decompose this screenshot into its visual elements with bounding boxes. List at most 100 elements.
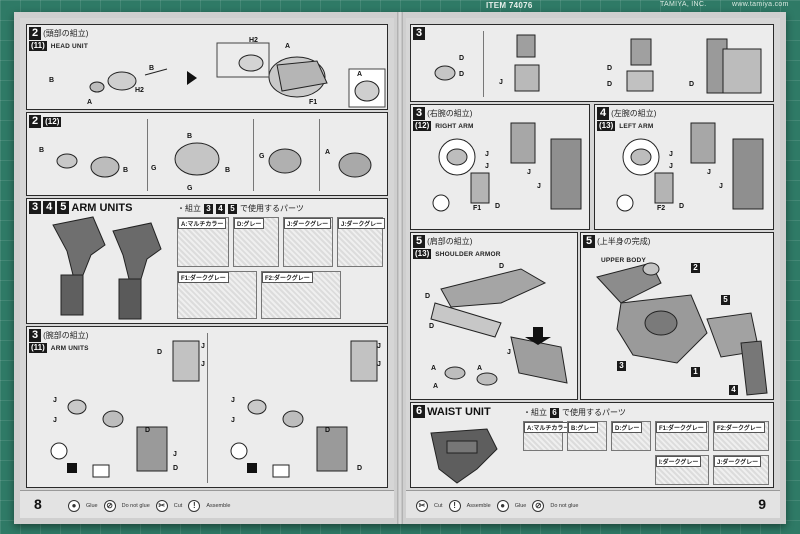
part-label: J [377, 361, 381, 368]
step-sub-number: (13) [413, 249, 432, 259]
step-ref: 6 [550, 407, 559, 418]
mat-brand-label: TAMIYA, INC. [660, 1, 707, 8]
runner-label: J:ダークグレー [714, 456, 762, 467]
callout-number: 4 [729, 385, 738, 395]
part-label: D [157, 349, 163, 356]
step-title: WAIST UNIT [427, 405, 491, 418]
step-badge: 3 4 5 ARM UNITS [29, 201, 132, 214]
part-label: J [485, 151, 489, 158]
step-jp-title: (肩部の組立) [427, 237, 473, 246]
step-en-title: ARM UNITS [50, 344, 89, 352]
step-6-waist-unit-panel: 6 WAIST UNIT ・組立 6 で使用するパーツ A:マルチカラー B:グ… [410, 402, 774, 488]
part-label: J [669, 163, 673, 170]
step-number: 3 [29, 201, 42, 214]
part-label: A [477, 365, 483, 372]
callout-number: 5 [721, 295, 730, 305]
step-5-shoulder-armor-panel: 5 (肩部の組立) (13) SHOULDER ARMOR D D D A A … [410, 232, 578, 400]
right-arm-drawing [432, 122, 582, 212]
part-label: J [377, 343, 381, 350]
assembly-label: ・組立 [523, 408, 547, 417]
step-badge: 3 (右腕の組立) [413, 107, 472, 120]
runner-label: J:ダークグレー [338, 218, 386, 229]
step-jp-title: (左腕の組立) [611, 109, 657, 118]
part-label: J [507, 349, 511, 356]
footer-legend: ✂Cut !Assemble ●Glue ⊘Do not glue [416, 500, 578, 512]
step-sub-number: (11) [29, 41, 47, 51]
part-label: D [607, 81, 613, 88]
glue-icon: ● [496, 500, 509, 512]
part-label: D [173, 465, 179, 472]
left-page: 2 (頭部の組立) (11) HEAD UNIT H2 A B F1 [20, 18, 394, 518]
part-label: J [485, 163, 489, 170]
step-jp-title: (上半身の完成) [597, 237, 651, 246]
booklet-spine [397, 12, 403, 524]
step-en-title: LEFT ARM [619, 122, 654, 130]
step-ref: 4 [216, 203, 225, 214]
step-sub-number: (13) [597, 121, 616, 131]
step-ref: 5 [228, 203, 237, 214]
step-badge: 3 [413, 27, 426, 40]
part-label: D [495, 203, 501, 210]
no-glue-icon: ⊘ [532, 500, 545, 512]
part-label: D [459, 55, 465, 62]
step-title: ARM UNITS [71, 201, 133, 214]
head-assembly-drawing [89, 42, 386, 108]
right-page: 3 D D J D D D 3 (右腕の組立) [406, 18, 780, 518]
shoulder-joint-drawing [434, 34, 762, 94]
part-label: J [499, 79, 503, 86]
callout-number: 2 [691, 263, 700, 273]
part-label: B [225, 167, 231, 174]
step-number: 3 [413, 107, 426, 120]
part-label: D [429, 323, 435, 330]
step-badge: 2 (頭部の組立) [29, 27, 88, 40]
runner-label: B:グレー [568, 422, 599, 433]
part-label: G [151, 165, 157, 172]
step-sub-number: (12) [413, 121, 432, 131]
callout-number: 1 [691, 367, 700, 377]
step-en-title: UPPER BODY [601, 257, 646, 264]
mat-web-label: www.tamiya.com [732, 1, 789, 8]
step-ref: 3 [204, 203, 213, 214]
part-label: J [173, 451, 177, 458]
step-number: 3 [413, 27, 426, 40]
part-label: B [39, 147, 45, 154]
part-label: B [49, 77, 55, 84]
part-label: F1 [309, 99, 318, 106]
step-badge: 3 (腕部の組立) [29, 329, 88, 342]
callout-number: 3 [617, 361, 626, 371]
step-en-title: HEAD UNIT [50, 42, 88, 50]
waist-unit-drawing [430, 428, 498, 484]
runner-label: D:グレー [234, 218, 265, 229]
glue-icon: ● [68, 500, 80, 512]
part-label: G [187, 185, 193, 192]
step-jp-title: (腕部の組立) [43, 331, 89, 340]
cut-icon: ✂ [155, 500, 168, 512]
runner-label: J:ダークグレー [284, 218, 332, 229]
part-label: D [145, 427, 151, 434]
part-label: J [527, 169, 531, 176]
part-label: A [433, 383, 439, 390]
step-number: 3 [29, 329, 42, 342]
step-3-arm-assembly-panel: 3 (腕部の組立) (11) ARM UNITS [26, 326, 388, 488]
part-label: J [719, 183, 723, 190]
part-label: D [679, 203, 685, 210]
arm-units-drawing [52, 216, 162, 320]
part-label: J [53, 397, 57, 404]
part-label: A [325, 149, 331, 156]
page-number: 8 [34, 496, 42, 512]
runner-label: A:マルチカラー [524, 422, 573, 433]
step-jp-title: (右腕の組立) [427, 109, 473, 118]
assembly-label: ・組立 [177, 204, 201, 213]
step-number: 5 [413, 235, 426, 248]
part-label: D [425, 293, 431, 300]
part-label: J [201, 343, 205, 350]
step-badge: 5 (肩部の組立) [413, 235, 472, 248]
step-3-top-panel: 3 D D J D D D [410, 24, 774, 102]
part-label: D [607, 65, 613, 72]
part-label: G [259, 153, 265, 160]
part-label: A [285, 43, 291, 50]
arm-assembly-drawing [50, 340, 378, 478]
step-345-arm-units-panel: 3 4 5 ARM UNITS ・組立 3 4 5 で使用するパーツ A:マルチ… [26, 198, 388, 324]
part-label: D [499, 263, 505, 270]
step-number: 5 [57, 201, 70, 214]
